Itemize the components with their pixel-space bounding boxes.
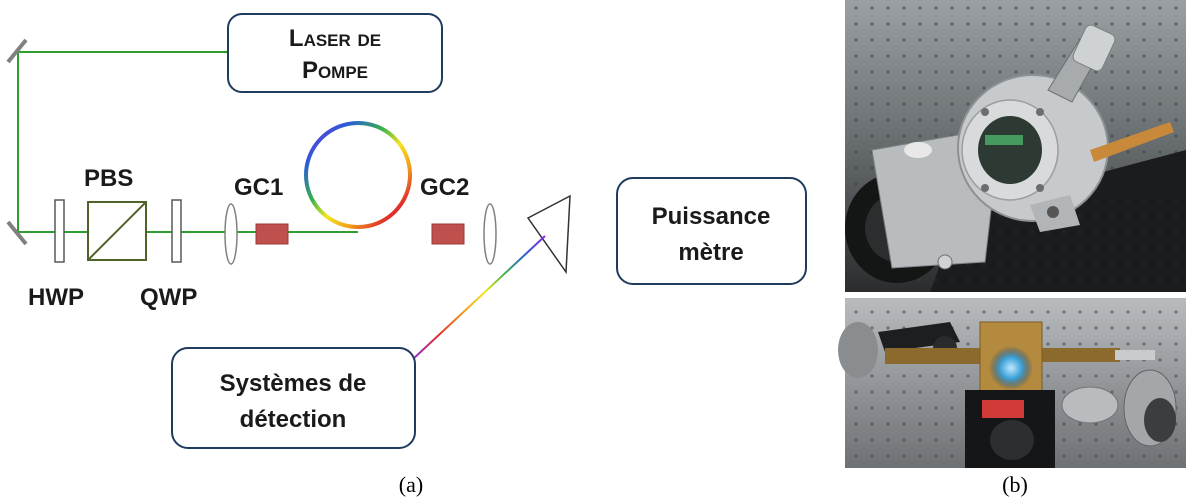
pump-laser-line1: Laser de (289, 25, 381, 52)
fold-mirror-top (6, 38, 28, 64)
caption-b: (b) (1002, 472, 1028, 497)
quarter-wave-plate (171, 199, 182, 263)
photo-panel: (b) (838, 0, 1186, 497)
half-wave-plate (54, 199, 65, 263)
lens-2 (483, 203, 497, 265)
label-hwp: HWP (28, 284, 84, 311)
beam-to-detection (411, 235, 546, 361)
pump-laser-box: Laser de Pompe (227, 13, 443, 93)
label-pbs: PBS (84, 165, 133, 192)
power-meter-line2: mètre (678, 239, 743, 266)
optical-setup-diagram: Laser de Pompe Puissance mètre Systèmes … (6, 13, 807, 497)
lens-1 (224, 203, 238, 265)
detection-line1: Systèmes de (220, 370, 367, 397)
photo-top (845, 0, 1186, 292)
grating-coupler-1 (255, 223, 289, 245)
power-meter-box: Puissance mètre (616, 177, 807, 285)
power-meter-line1: Puissance (652, 203, 771, 230)
detection-line2: détection (240, 406, 347, 433)
ring-resonator (304, 121, 412, 229)
label-gc1: GC1 (234, 174, 283, 201)
dispersive-prism (526, 194, 571, 275)
caption-a: (a) (399, 472, 423, 497)
label-qwp: QWP (140, 284, 197, 311)
photo-bottom (838, 298, 1186, 468)
label-gc2: GC2 (420, 174, 469, 201)
polarizing-beam-splitter (87, 201, 147, 261)
detection-systems-box: Systèmes de détection (171, 347, 416, 449)
pump-beam (17, 51, 358, 233)
fold-mirror-bottom (6, 220, 28, 246)
pump-laser-line2: Pompe (302, 57, 368, 84)
grating-coupler-2 (431, 223, 465, 245)
